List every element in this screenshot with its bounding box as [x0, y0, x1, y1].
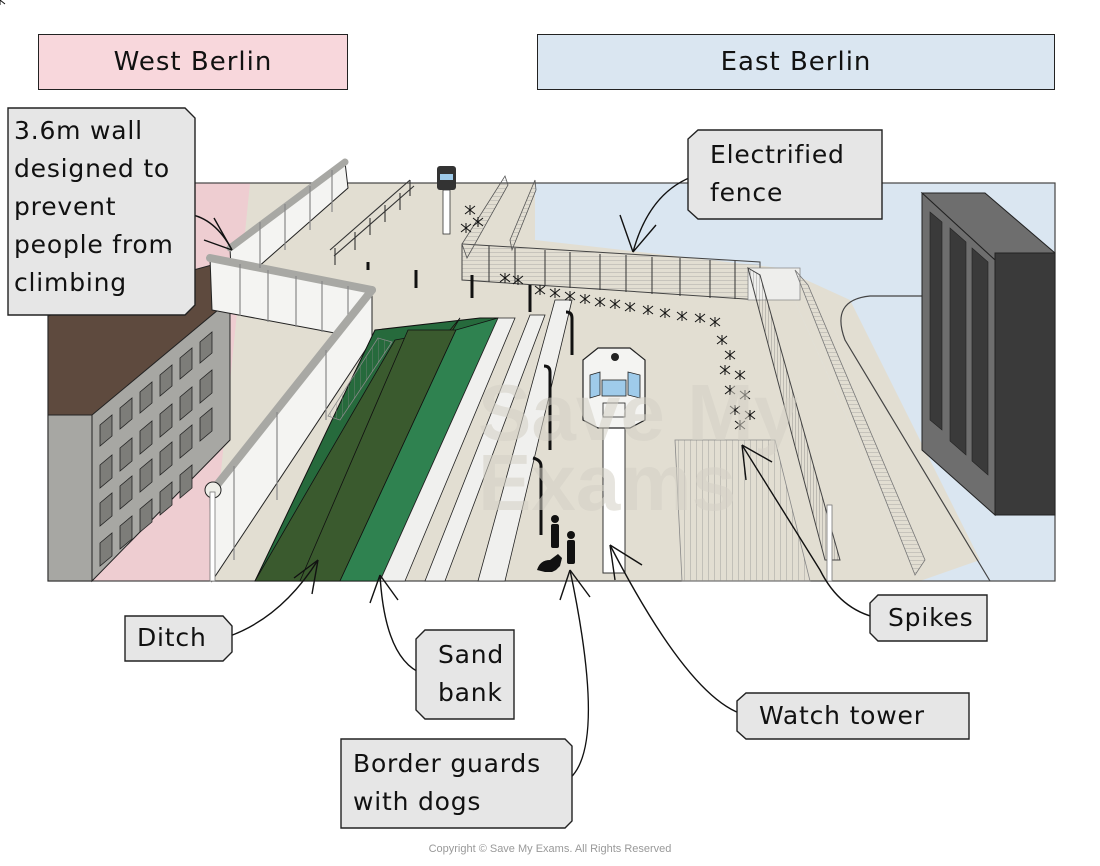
- spikes: [0, 0, 756, 431]
- tag-wall: [7, 107, 196, 316]
- distant-watch-tower: [437, 166, 456, 235]
- east-road: [840, 295, 1055, 582]
- svg-text:Save My: Save My: [478, 368, 799, 457]
- west-berlin-label: West Berlin: [38, 34, 348, 90]
- west-berlin-text: West Berlin: [113, 47, 273, 77]
- label-tags: [7, 107, 988, 829]
- east-apartment-building: [920, 191, 1056, 517]
- watch-tower-annotation: Watch tower: [759, 701, 925, 730]
- street-lamps: [366, 262, 574, 535]
- tag-electrified-fence: [687, 129, 883, 220]
- tag-watch-tower: [736, 692, 970, 740]
- berlin-wall: [204, 158, 376, 583]
- ditch-annotation: Ditch: [137, 623, 207, 652]
- watch-tower: [582, 347, 646, 574]
- tag-spikes: [869, 594, 988, 642]
- spikes-annotation: Spikes: [888, 603, 974, 632]
- tag-ditch: [124, 615, 233, 662]
- electrified-fence-annotation: Electrified fence: [710, 140, 845, 207]
- border-guards-with-dogs: [537, 515, 575, 572]
- inner-fence: [329, 179, 415, 265]
- electrified-fence: [461, 175, 926, 582]
- copyright-notice: Copyright © Save My Exams. All Rights Re…: [428, 843, 672, 855]
- svg-text:Exams: Exams: [478, 438, 736, 527]
- sand-bank-annotation: Sand bank: [438, 640, 505, 707]
- tag-sand-bank: [415, 629, 515, 720]
- border-guards-annotation: Border guards with dogs: [353, 749, 541, 816]
- wall-annotation: 3.6m wall designed to prevent people fro…: [14, 116, 174, 297]
- watermark: Save My Exams: [478, 368, 799, 527]
- east-berlin-text: East Berlin: [720, 47, 872, 77]
- vehicle-trap-grid: [674, 439, 811, 582]
- tag-border-guards: [340, 738, 573, 829]
- east-berlin-label: East Berlin: [537, 34, 1055, 90]
